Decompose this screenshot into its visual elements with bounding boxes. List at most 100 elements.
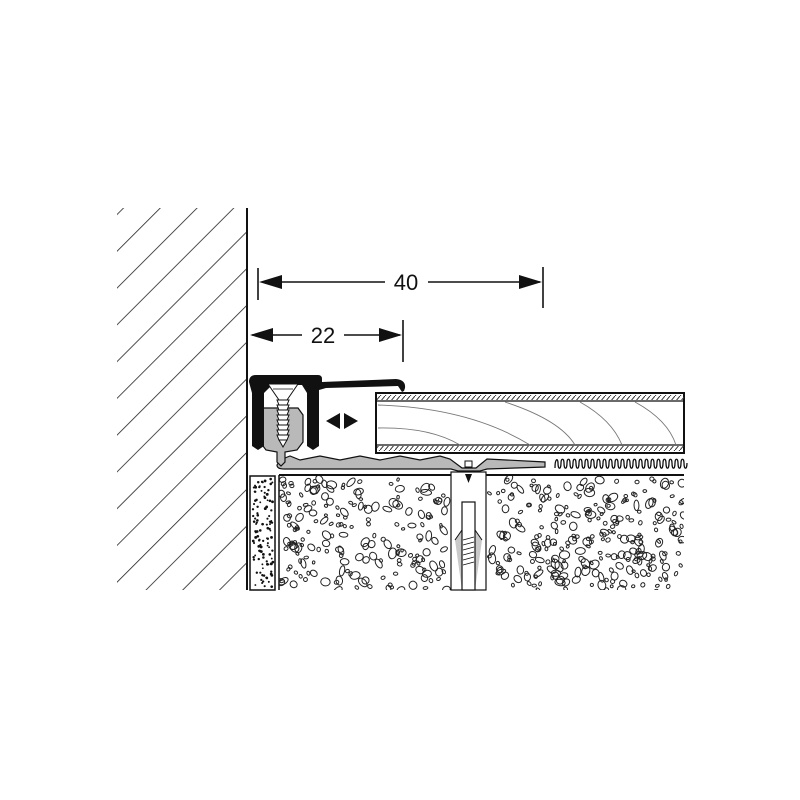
pebble: [316, 484, 321, 489]
pebble: [531, 484, 539, 492]
pebble: [306, 570, 311, 576]
pebble: [363, 504, 373, 514]
pebble: [658, 576, 663, 582]
pebble: [560, 520, 567, 525]
pebble: [558, 550, 571, 560]
pebble: [367, 584, 373, 589]
pebble: [671, 520, 677, 525]
pebble: [303, 555, 309, 560]
pebble: [300, 558, 307, 569]
plaster-dot: [256, 512, 259, 515]
pebble: [648, 564, 657, 572]
concrete-screed: [278, 474, 684, 590]
pebble: [417, 509, 426, 519]
pebble: [405, 507, 413, 516]
plaster-dot: [263, 479, 267, 483]
pebble: [321, 539, 331, 548]
pebble: [302, 502, 309, 507]
pebble: [371, 501, 380, 512]
pebble: [582, 564, 588, 570]
pebble: [288, 480, 294, 486]
pebble: [323, 503, 329, 508]
pebble: [576, 483, 585, 492]
pebble: [298, 558, 303, 565]
pebble: [572, 536, 577, 542]
pebble: [422, 586, 429, 590]
arrowhead-left-icon: [259, 275, 282, 289]
pebble: [326, 497, 334, 506]
pebble: [320, 577, 331, 587]
pebble: [335, 522, 342, 528]
pebble: [509, 492, 515, 497]
pebble: [367, 540, 376, 549]
plaster-dot: [265, 505, 269, 509]
screw-tip: [278, 439, 288, 449]
pebble: [605, 553, 612, 558]
plaster-dot: [268, 527, 271, 531]
pebble: [614, 478, 620, 484]
pebble: [659, 477, 670, 489]
pebble: [339, 507, 349, 517]
pebble: [630, 539, 635, 545]
floor-board: [375, 392, 685, 454]
pebble: [342, 515, 348, 520]
pebble: [570, 511, 581, 519]
pebble: [422, 548, 431, 557]
plaster-dot: [257, 544, 261, 548]
pebble: [487, 491, 492, 496]
screw: [267, 383, 299, 449]
pebble: [349, 524, 354, 529]
plaster-dot: [261, 580, 265, 583]
plaster-dot: [268, 553, 272, 556]
pebble: [589, 560, 594, 566]
pebble: [362, 542, 370, 551]
pebble: [335, 575, 344, 586]
pebble: [396, 494, 400, 500]
pebble: [304, 477, 312, 486]
pebble: [615, 561, 624, 570]
pebble: [420, 482, 431, 493]
pebble: [286, 567, 291, 572]
plaster-dot: [267, 488, 270, 492]
plaster-dot: [262, 574, 266, 577]
pebble: [295, 512, 304, 522]
pebble: [589, 534, 595, 539]
pebble: [543, 486, 552, 495]
pebble: [561, 578, 571, 587]
pebble: [388, 498, 399, 508]
pebble: [280, 493, 287, 502]
pebble: [303, 577, 308, 582]
pebble: [669, 480, 674, 485]
pebble: [653, 527, 659, 533]
pebble: [526, 581, 532, 586]
pebble: [428, 483, 436, 491]
pebble: [583, 487, 596, 498]
pebble: [665, 517, 672, 522]
pebble: [349, 571, 361, 580]
pebble: [634, 551, 644, 559]
pebble: [282, 483, 288, 489]
plaster-dot: [270, 573, 274, 577]
plaster-dot: [254, 517, 257, 520]
plaster-dot: [268, 546, 271, 549]
pebble: [546, 484, 551, 489]
pebble: [400, 527, 406, 531]
pebble: [527, 502, 532, 508]
pebble: [616, 585, 627, 590]
pebble: [286, 491, 291, 496]
dimension-40: 40: [257, 267, 544, 308]
pebble: [499, 530, 505, 540]
pebble: [439, 523, 443, 529]
pebble: [537, 508, 542, 513]
plaster-dot: [271, 500, 274, 504]
pebble: [539, 493, 546, 503]
pebble: [535, 484, 541, 495]
plaster-dot: [266, 517, 269, 520]
pebble: [366, 521, 371, 527]
pebble: [634, 534, 644, 541]
pebble: [654, 583, 660, 588]
plaster-dot: [257, 557, 260, 561]
pebble: [428, 578, 434, 584]
pebble: [596, 516, 601, 521]
pebble: [665, 583, 671, 589]
